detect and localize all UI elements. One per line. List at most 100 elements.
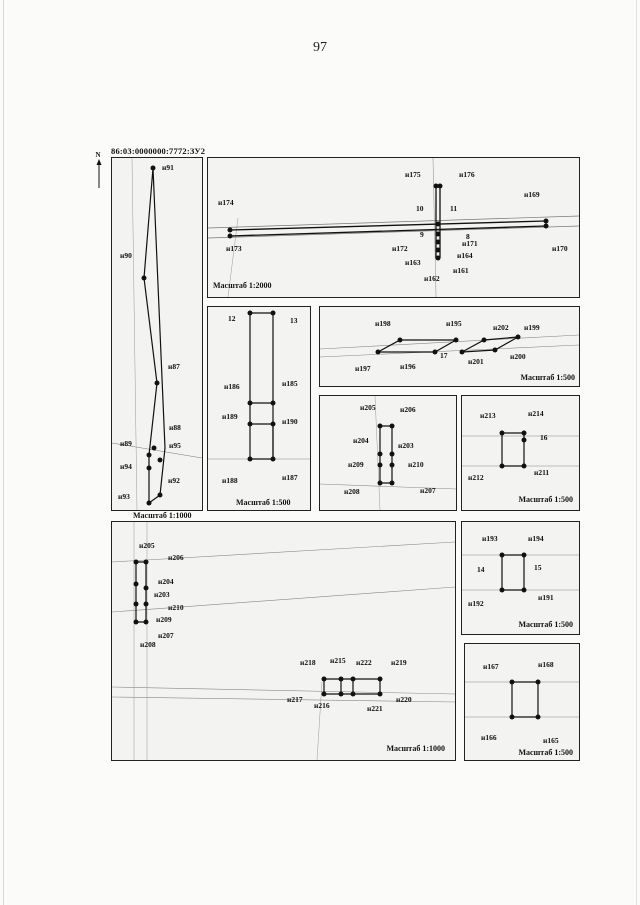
point-n87 (154, 380, 160, 386)
point-n94 (146, 465, 152, 471)
point-n92 (157, 492, 163, 498)
label-n205: н205 (360, 403, 376, 412)
label-n89: н89 (120, 439, 132, 448)
label-9: 9 (420, 230, 424, 239)
label-n213: н213 (480, 411, 496, 420)
label-8: 8 (466, 232, 470, 241)
map-panel-3-scale: Масштаб 1:500 (236, 498, 291, 507)
map-panel-9-drawing: н167 н168 н166 н165 (465, 660, 579, 745)
label-n208: н208 (344, 487, 360, 496)
map-panel-4: н198 н195 н202 н199 17 н201 н200 н197 н1… (319, 306, 580, 387)
label-n210: н210 (168, 603, 184, 612)
label-n88: н88 (169, 423, 181, 432)
label-n187: н187 (282, 473, 298, 482)
point-n91 (150, 165, 156, 171)
label-15: 15 (534, 563, 542, 572)
label-n220: н220 (396, 695, 412, 704)
map-panel-7-scale: Масштаб 1:1000 (386, 744, 445, 753)
label-n195: н195 (446, 319, 462, 328)
label-11: 11 (450, 204, 457, 213)
point-n90 (141, 275, 147, 281)
label-n210: н210 (408, 460, 424, 469)
label-n215: н215 (330, 656, 346, 665)
map-panel-9-scale: Масштаб 1:500 (518, 748, 573, 757)
label-n175: н175 (405, 170, 421, 179)
map-panel-6-drawing: н213 н214 16 н212 н211 (462, 409, 579, 482)
point-n175 (433, 183, 439, 189)
label-n170: н170 (552, 244, 568, 253)
label-n163: н163 (405, 258, 421, 267)
map-panel-1: н91 н90 н87 н88 н89 н95 н94 н92 н93 (111, 157, 203, 511)
label-n203: н203 (398, 441, 414, 450)
label-n92: н92 (168, 476, 180, 485)
label-n196: н196 (400, 362, 416, 371)
label-n173: н173 (226, 244, 242, 253)
label-16: 16 (540, 433, 548, 442)
label-n190: н190 (282, 417, 298, 426)
map-panel-8-drawing: н193 н194 14 15 н192 н191 (462, 534, 579, 608)
map-panel-2: н174 н173 н175 н176 10 11 н169 н170 9 8 … (207, 157, 580, 298)
map-panel-2-drawing: н174 н173 н175 н176 10 11 н169 н170 9 8 … (208, 158, 579, 297)
page-number: 97 (313, 40, 327, 55)
point-n93 (146, 500, 152, 506)
label-n221: н221 (367, 704, 383, 713)
label-n171: н171 (462, 239, 478, 248)
label-n91: н91 (162, 163, 174, 172)
label-n207: н207 (420, 486, 436, 495)
label-n214: н214 (528, 409, 544, 418)
label-n208: н208 (140, 640, 156, 649)
map-panel-7-drawing: н205 н206 н204 н203 н210 н209 н207 н208 … (112, 522, 455, 760)
label-n217: н217 (287, 695, 303, 704)
label-n186: н186 (224, 382, 240, 391)
map-panel-6: н213 н214 16 н212 н211 Масштаб 1:500 (461, 395, 580, 511)
label-n207: н207 (158, 631, 174, 640)
point-n176 (437, 183, 443, 189)
point-n174 (227, 227, 233, 233)
point-n173 (227, 233, 233, 239)
label-n176: н176 (459, 170, 475, 179)
label-n189: н189 (222, 412, 238, 421)
map-panel-1-scale: Масштаб 1:1000 (133, 511, 192, 520)
label-n206: н206 (168, 553, 184, 562)
label-n201: н201 (468, 357, 484, 366)
point-9 (435, 231, 441, 237)
label-n202: н202 (493, 323, 509, 332)
point-n95 (157, 457, 163, 463)
label-n197: н197 (355, 364, 371, 373)
label-12: 12 (228, 314, 236, 323)
map-panel-1-drawing: н91 н90 н87 н88 н89 н95 н94 н92 н93 (112, 158, 202, 510)
point-n89 (146, 452, 152, 458)
map-panel-8: н193 н194 14 15 н192 н191 Масштаб 1:500 (461, 521, 580, 635)
map-panel-5-drawing: н205 н206 н204 н203 н209 н210 н208 н207 (320, 396, 456, 510)
label-n204: н204 (158, 577, 174, 586)
map-panel-3: 12 13 н186 н185 н189 н190 н188 н187 Масш… (207, 306, 311, 511)
map-panel-2-scale: Масштаб 1:2000 (213, 281, 272, 290)
label-n198: н198 (375, 319, 391, 328)
label-14: 14 (477, 565, 485, 574)
point-10 (435, 221, 441, 227)
label-n205: н205 (139, 541, 155, 550)
label-n87: н87 (168, 362, 180, 371)
point-n164 (435, 247, 441, 253)
label-n200: н200 (510, 352, 526, 361)
label-n95: н95 (169, 441, 181, 450)
label-n209: н209 (348, 460, 364, 469)
map-panel-5: н205 н206 н204 н203 н209 н210 н208 н207 (319, 395, 457, 511)
label-n194: н194 (528, 534, 544, 543)
map-panel-6-scale: Масштаб 1:500 (518, 495, 573, 504)
point-n171 (435, 239, 441, 245)
map-panel-7: н205 н206 н204 н203 н210 н209 н207 н208 … (111, 521, 456, 761)
label-n174: н174 (218, 198, 234, 207)
label-n209: н209 (156, 615, 172, 624)
label-n185: н185 (282, 379, 298, 388)
scan-edge-left (3, 0, 4, 905)
label-n218: н218 (300, 658, 316, 667)
label-n165: н165 (543, 736, 559, 745)
label-n211: н211 (534, 468, 549, 477)
map-panel-4-scale: Масштаб 1:500 (520, 373, 575, 382)
survey-points (141, 165, 163, 506)
label-n166: н166 (481, 733, 497, 742)
label-n188: н188 (222, 476, 238, 485)
label-n191: н191 (538, 593, 554, 602)
